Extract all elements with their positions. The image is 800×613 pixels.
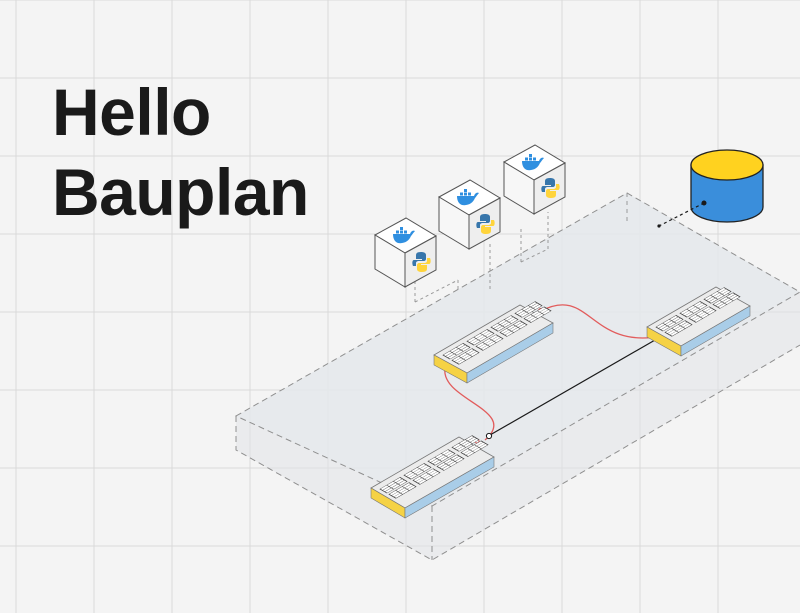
- database-icon: [690, 149, 764, 223]
- title-line-1: Hello: [52, 75, 211, 149]
- database-connector: [658, 202, 705, 227]
- compute-platform: [234, 192, 800, 561]
- data-table-left: [370, 435, 495, 519]
- database-connector-dot: [701, 200, 707, 206]
- python-icon: [476, 214, 495, 234]
- pipeline-link-left: [444, 367, 495, 441]
- docker-icon: [457, 189, 479, 206]
- docker-icon: [522, 154, 544, 171]
- platform-connector-dot: [657, 224, 661, 228]
- data-link: [489, 335, 663, 436]
- container-cube-3: [502, 144, 567, 215]
- page-title: Hello Bauplan: [52, 72, 309, 232]
- docker-icon: [393, 227, 415, 244]
- pipeline-link-top: [540, 304, 663, 339]
- container-links: [414, 212, 549, 303]
- data-table-right: [646, 286, 751, 357]
- link-node: [485, 432, 493, 440]
- container-cube-2: [437, 179, 502, 250]
- data-table-middle: [433, 301, 554, 384]
- title-line-2: Bauplan: [52, 155, 309, 229]
- python-icon: [541, 178, 560, 198]
- python-icon: [412, 252, 431, 272]
- container-cube-1: [373, 217, 438, 288]
